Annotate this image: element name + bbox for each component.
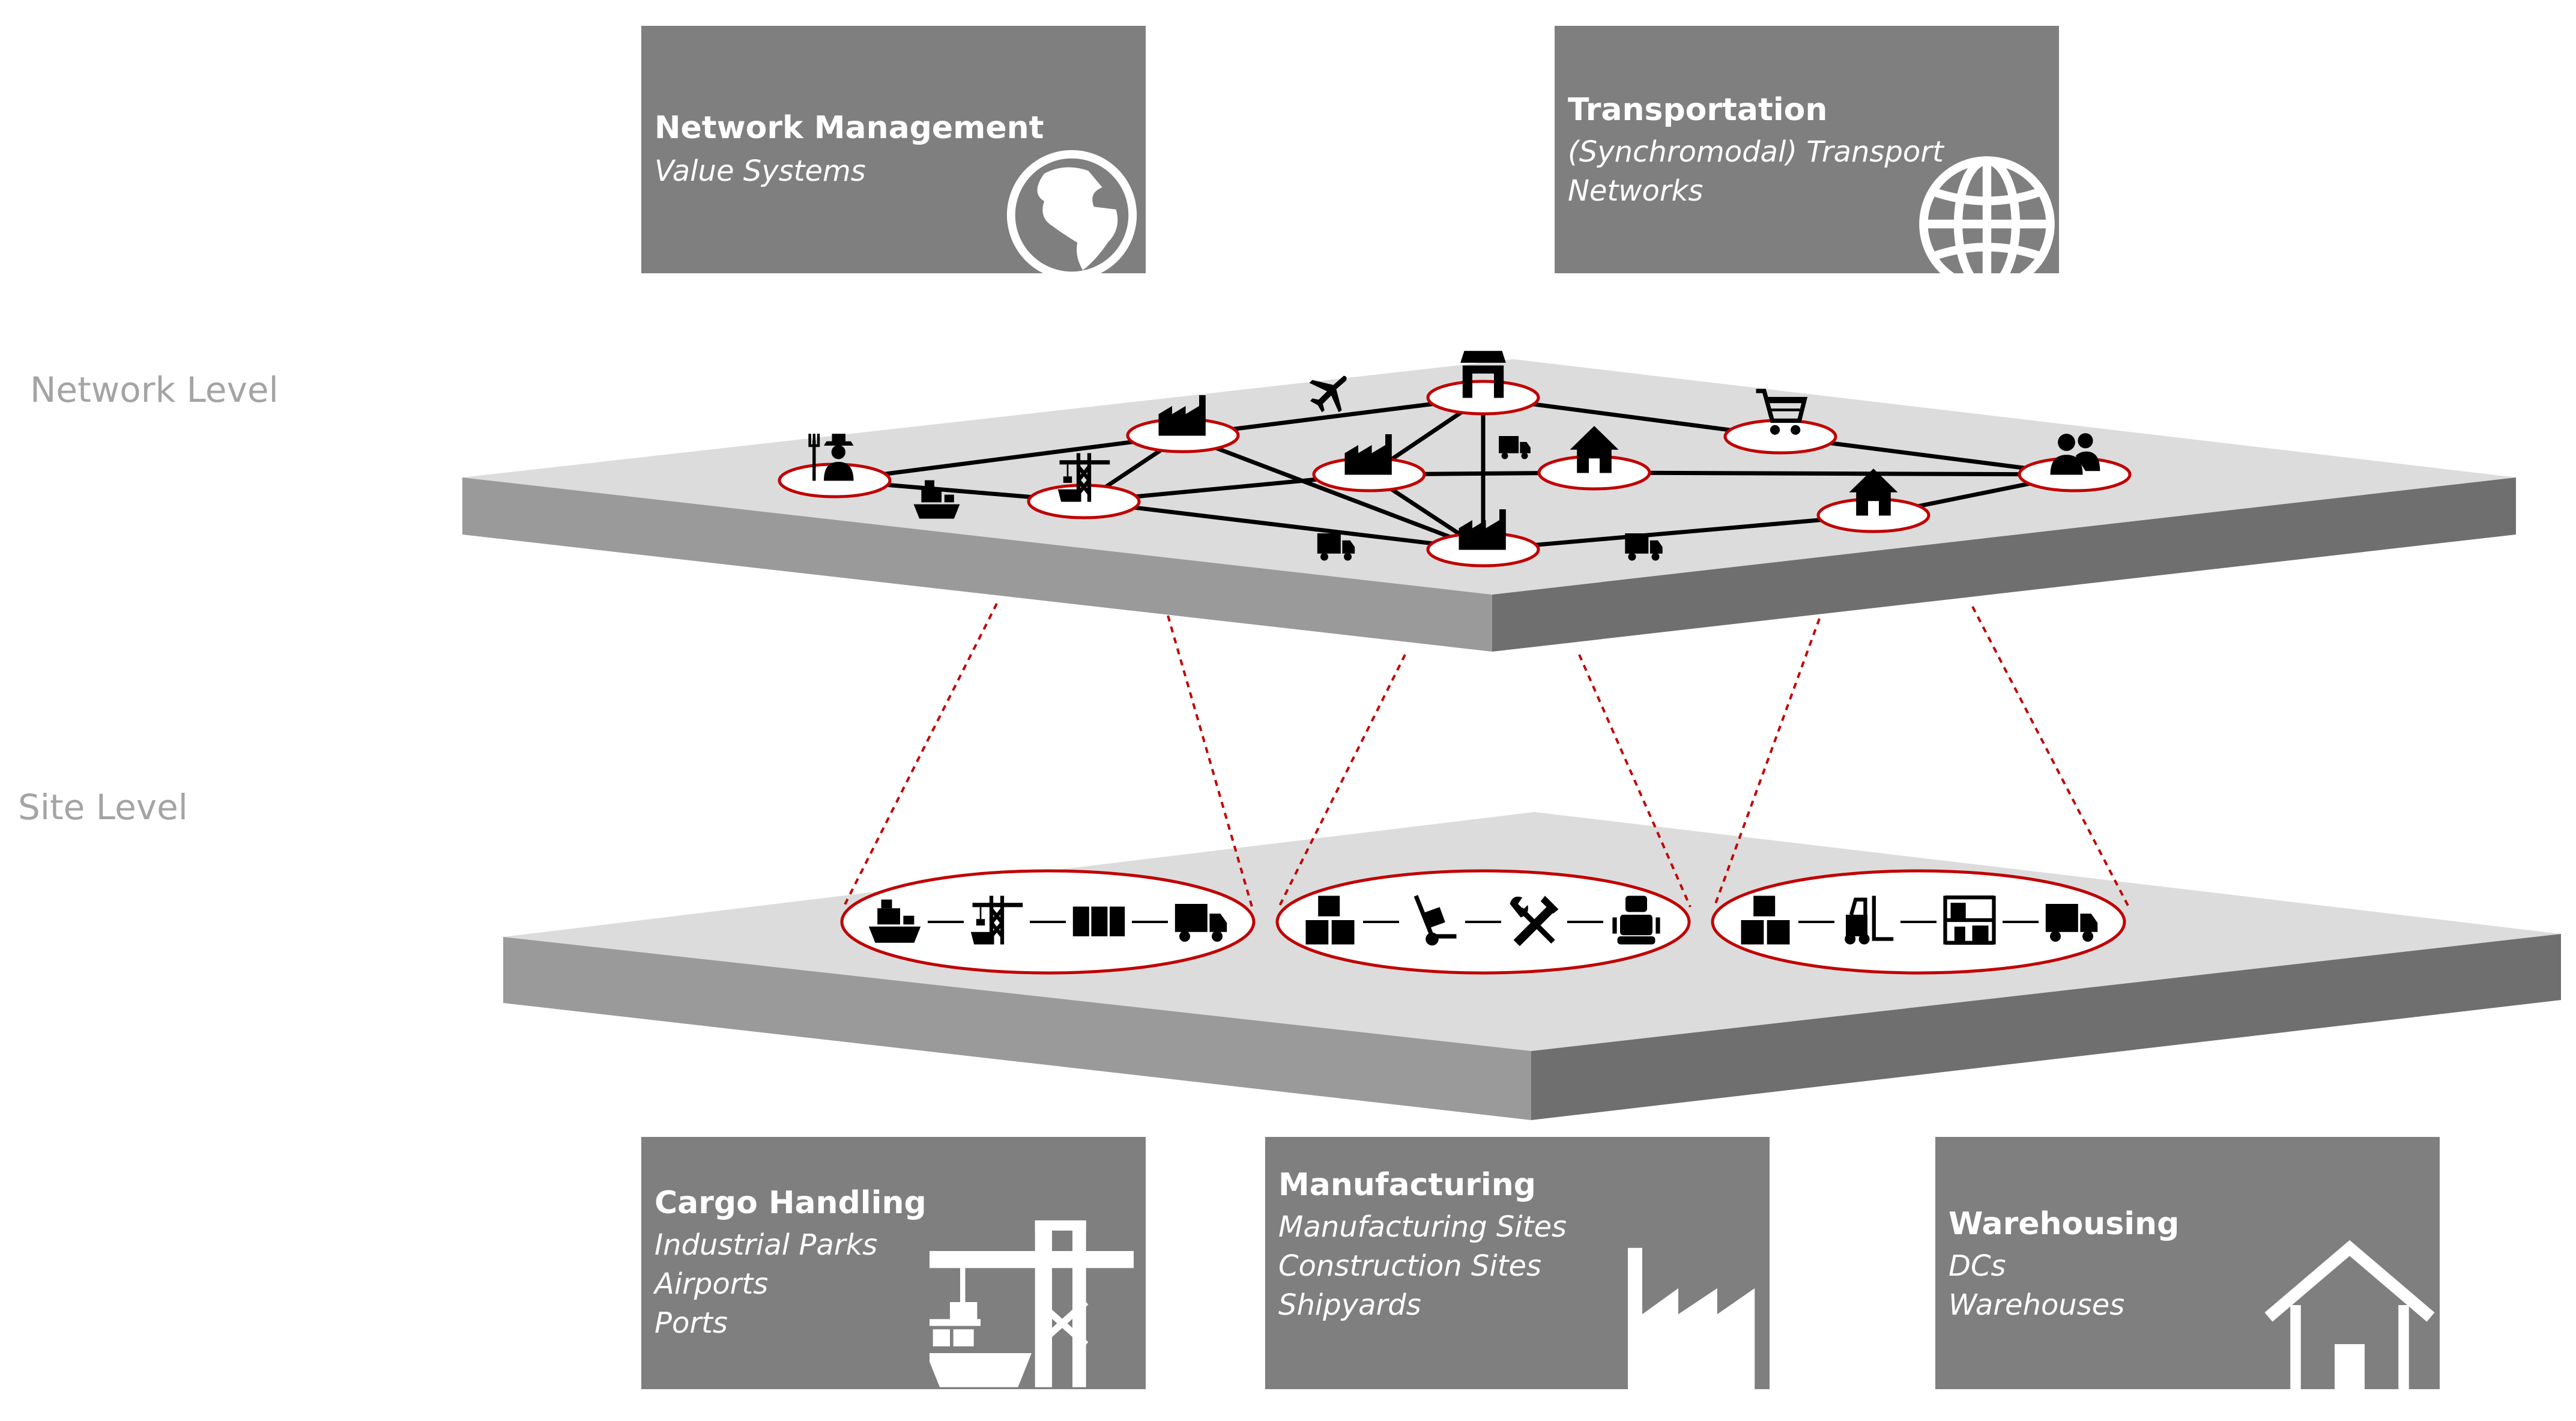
warehousing-box: Warehousing DCs Warehouses <box>1935 1137 2440 1389</box>
box-line: Value Systems <box>655 154 866 188</box>
house-icon <box>2264 1240 2435 1389</box>
containers-icon <box>1072 906 1125 936</box>
zoom-line <box>1167 615 1253 907</box>
box-title: Transportation <box>1568 92 1828 128</box>
network-node-ellipse <box>1816 497 1930 533</box>
box-line: DCs <box>1949 1249 2006 1283</box>
network-node-factory-2 <box>1312 434 1426 492</box>
network-nodes <box>778 351 2132 568</box>
box-title: Cargo Handling <box>655 1185 927 1221</box>
network-node-shop <box>1426 351 1540 416</box>
port-crane-icon <box>930 1220 1134 1387</box>
box-title: Warehousing <box>1949 1206 2180 1242</box>
box-line: (Synchromodal) Transport <box>1568 135 1944 169</box>
box-line: Shipyards <box>1278 1288 1421 1322</box>
box-line: Ports <box>655 1306 728 1340</box>
cargo-handling-box: Cargo Handling Industrial Parks Airports… <box>641 1137 1146 1389</box>
network-plate-top <box>462 359 2516 595</box>
globe-grid-icon <box>1919 156 2055 273</box>
network-node-cart <box>1723 391 1837 455</box>
box-title: Manufacturing <box>1278 1167 1536 1203</box>
network-node-house-1 <box>1537 426 1651 491</box>
manufacturing-box: Manufacturing Manufacturing Sites Constr… <box>1265 1137 1770 1389</box>
network-node-factory-3 <box>1426 509 1540 568</box>
zoom-line <box>1713 618 1821 907</box>
network-node-ellipse <box>1723 419 1837 455</box>
network-link <box>1083 499 1484 552</box>
network-management-box: Network Management Value Systems <box>641 26 1146 273</box>
network-node-farmer <box>778 434 892 498</box>
box-title: Network Management <box>655 110 1044 146</box>
site-group-manufacturing <box>1275 869 1691 975</box>
network-plate-side <box>1492 477 2516 652</box>
network-link <box>1483 513 1874 552</box>
network-node-ellipse <box>1426 380 1540 416</box>
zoom-line <box>1578 654 1692 907</box>
network-node-house-2 <box>1816 468 1930 533</box>
site-group-warehousing <box>1711 869 2126 975</box>
site-group-cargo-handling <box>840 869 1256 975</box>
factory-icon <box>1628 1247 1755 1389</box>
box-line: Airports <box>655 1267 769 1301</box>
network-plate-front <box>462 477 1492 652</box>
network-node-port <box>1027 453 1141 520</box>
site-level-label: Site Level <box>18 787 188 828</box>
network-node-ellipse <box>1537 455 1651 491</box>
zoom-line <box>1971 606 2130 907</box>
network-node-customers <box>2018 433 2132 492</box>
box-line: Construction Sites <box>1278 1249 1542 1283</box>
box-line: Networks <box>1568 174 1704 208</box>
zoom-line <box>842 603 998 907</box>
zoom-line <box>1278 654 1406 907</box>
network-link <box>834 433 1184 483</box>
network-link <box>1594 470 2075 477</box>
network-level-label: Network Level <box>30 369 279 410</box>
network-link <box>1182 433 1484 552</box>
network-level-plate <box>462 359 2516 652</box>
box-line: Warehouses <box>1949 1288 2125 1322</box>
site-groups <box>840 869 2126 975</box>
box-line: Manufacturing Sites <box>1278 1210 1567 1244</box>
network-node-ellipse <box>1027 483 1141 520</box>
zoom-connectors <box>842 603 2130 907</box>
transportation-box: Transportation (Synchromodal) Transport … <box>1555 26 2059 273</box>
globe-africa-icon <box>1006 150 1137 273</box>
site-plate-front <box>503 937 1531 1120</box>
box-line: Industrial Parks <box>655 1228 878 1262</box>
site-plate-side <box>1531 934 2561 1120</box>
network-node-factory-1 <box>1126 395 1240 453</box>
